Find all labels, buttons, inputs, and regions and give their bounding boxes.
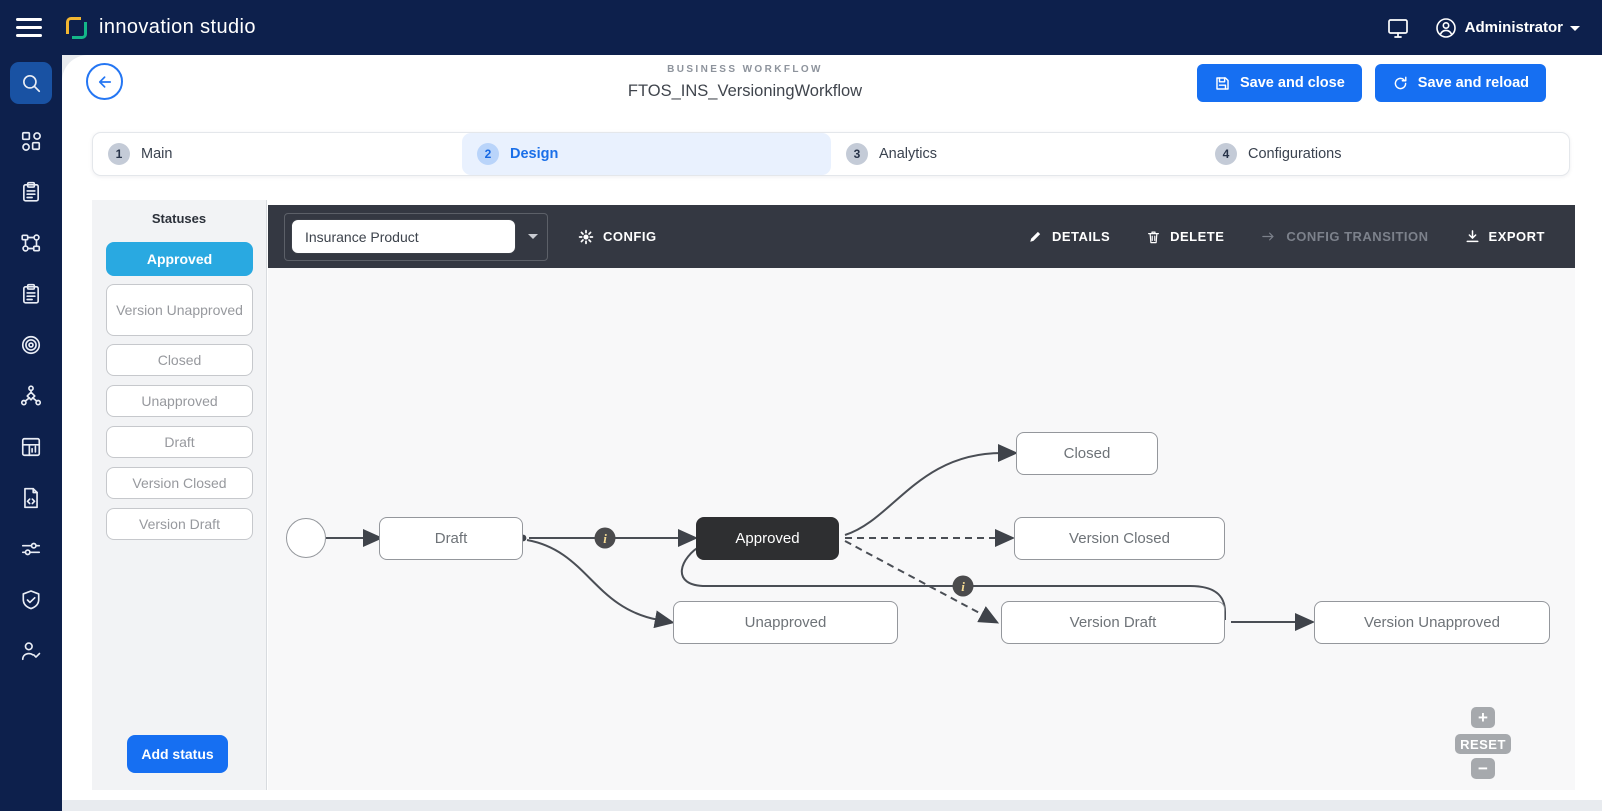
user-menu[interactable]: Administrator — [1434, 16, 1580, 40]
status-chip-closed[interactable]: Closed — [106, 344, 253, 376]
status-chip-draft[interactable]: Draft — [106, 426, 253, 458]
process-nodes-icon — [21, 131, 41, 151]
workflow-node-version-unapproved[interactable]: Version Unapproved — [1314, 601, 1550, 644]
clipboard-icon — [23, 181, 39, 202]
tab-design[interactable]: 2 Design — [462, 133, 831, 175]
transition-approved-closed[interactable] — [844, 444, 1018, 536]
add-status-button[interactable]: Add status — [127, 735, 228, 773]
share-network-icon — [20, 385, 42, 406]
caret-down-icon — [1570, 26, 1580, 31]
sidebar-item-dashboards[interactable] — [10, 426, 52, 468]
tab-configurations[interactable]: 4 Configurations — [1200, 133, 1569, 175]
sidebar-item-processes[interactable] — [10, 120, 52, 162]
svg-text:i: i — [961, 579, 965, 594]
arrow-left-icon — [98, 75, 111, 88]
sliders-icon — [21, 542, 41, 556]
svg-text:i: i — [603, 531, 607, 546]
sidebar-item-network[interactable] — [10, 375, 52, 417]
save-icon — [1216, 76, 1229, 90]
gear-icon — [578, 229, 594, 244]
workflow-node-unapproved[interactable]: Unapproved — [673, 601, 898, 644]
status-chip-unapproved[interactable]: Unapproved — [106, 385, 253, 417]
sidebar-item-tasks[interactable] — [10, 273, 52, 315]
sidebar-rail — [0, 55, 62, 811]
status-chip-version-closed[interactable]: Version Closed — [106, 467, 253, 499]
user-avatar-icon — [1434, 16, 1458, 40]
shield-check-icon — [22, 590, 40, 610]
transition-info-badge[interactable]: i — [952, 575, 974, 597]
select-caret-icon[interactable] — [528, 234, 538, 239]
user-check-icon — [21, 642, 41, 661]
workflow-node-start[interactable] — [286, 518, 326, 558]
search-icon — [23, 75, 41, 93]
transition-approved-version-draft[interactable] — [844, 540, 1000, 624]
pencil-icon — [1030, 231, 1041, 242]
save-and-close-button[interactable]: Save and close — [1197, 64, 1362, 102]
export-button[interactable]: EXPORT — [1465, 229, 1545, 244]
config-button[interactable]: CONFIG — [578, 229, 657, 245]
status-chip-version-draft[interactable]: Version Draft — [106, 508, 253, 540]
zoom-out-button[interactable]: − — [1471, 758, 1495, 779]
tab-main[interactable]: 1 Main — [93, 133, 462, 175]
save-and-reload-button[interactable]: Save and reload — [1374, 64, 1546, 102]
workflow-node-version-draft[interactable]: Version Draft — [1001, 601, 1225, 644]
sidebar-item-settings[interactable] — [10, 528, 52, 570]
status-chip-version-unapproved[interactable]: Version Unapproved — [106, 284, 253, 336]
download-icon — [1466, 230, 1479, 243]
trash-icon — [1148, 231, 1160, 243]
transition-draft-unapproved[interactable] — [526, 539, 675, 629]
reload-icon — [1394, 76, 1407, 89]
app-logo-icon — [66, 16, 87, 39]
sidebar-item-users[interactable] — [10, 630, 52, 672]
user-label: Administrator — [1464, 19, 1563, 36]
dashboard-chart-icon — [21, 437, 41, 457]
status-chip-approved[interactable]: Approved — [106, 242, 253, 276]
config-transition-button[interactable]: CONFIG TRANSITION — [1260, 229, 1428, 244]
file-code-icon — [24, 487, 38, 509]
menu-icon[interactable] — [16, 13, 42, 42]
main-panel: BUSINESS WORKFLOW FTOS_INS_VersioningWor… — [62, 55, 1602, 800]
workflow-canvas[interactable]: i i Draft Approved Closed Version Closed… — [268, 268, 1575, 790]
flow-sitemap-icon — [21, 234, 41, 252]
target-icon — [21, 335, 41, 355]
arrow-right-icon — [1262, 232, 1275, 241]
workflow-toolbar: Insurance Product CONFIG DETAILS DELETE … — [268, 205, 1575, 268]
zoom-in-button[interactable]: + — [1471, 707, 1495, 728]
sidebar-item-code-docs[interactable] — [10, 477, 52, 519]
sidebar-item-search[interactable] — [10, 62, 52, 104]
delete-button[interactable]: DELETE — [1146, 229, 1224, 245]
tab-analytics[interactable]: 3 Analytics — [831, 133, 1200, 175]
back-button[interactable] — [86, 63, 123, 100]
tasks-clipboard-icon — [23, 283, 39, 304]
top-navbar: innovation studio Administrator — [0, 0, 1602, 55]
details-button[interactable]: DETAILS — [1028, 229, 1110, 244]
entity-select[interactable]: Insurance Product — [284, 212, 548, 261]
sidebar-item-flows[interactable] — [10, 222, 52, 264]
workflow-node-approved[interactable]: Approved — [696, 517, 839, 560]
app-name: innovation studio — [99, 16, 256, 38]
page-eyebrow: BUSINESS WORKFLOW — [667, 64, 823, 75]
transition-info-badge[interactable]: i — [594, 527, 616, 549]
workflow-node-closed[interactable]: Closed — [1016, 432, 1158, 475]
monitor-icon[interactable] — [1386, 16, 1410, 40]
workflow-node-draft[interactable]: Draft — [379, 517, 523, 560]
zoom-reset-button[interactable]: RESET — [1455, 734, 1511, 754]
sidebar-item-security[interactable] — [10, 579, 52, 621]
sidebar-item-goals[interactable] — [10, 324, 52, 366]
statuses-panel: Statuses Approved Version Unapproved Clo… — [92, 200, 267, 790]
workflow-node-version-closed[interactable]: Version Closed — [1014, 517, 1225, 560]
entity-select-value[interactable]: Insurance Product — [291, 219, 516, 254]
statuses-title: Statuses — [151, 211, 207, 226]
wizard-tabs: 1 Main 2 Design 3 Analytics 4 Configurat… — [92, 132, 1570, 176]
page-title: FTOS_INS_VersioningWorkflow — [627, 82, 863, 100]
transition-approved-version-unapproved[interactable] — [680, 544, 1226, 620]
sidebar-item-records[interactable] — [10, 171, 52, 213]
